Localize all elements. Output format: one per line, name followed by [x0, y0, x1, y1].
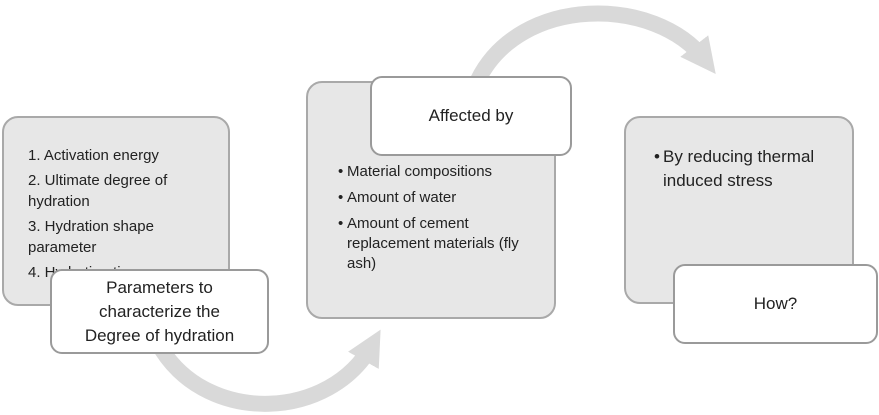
affected-by-label: Affected by [370, 76, 572, 156]
list-item: 3. Hydration shape parameter [28, 218, 154, 256]
left-parameters-box: 1. Activation energy 2. Ultimate degree … [2, 116, 230, 306]
list-item: Material compositions [338, 162, 542, 182]
parameters-label: Parameters to characterize the Degree of… [50, 269, 269, 354]
parameter-list: 1. Activation energy 2. Ultimate degree … [28, 145, 218, 283]
bottom-curved-arrow [155, 329, 381, 412]
top-curved-arrow [470, 5, 716, 84]
benefit-item: By reducing thermal induced stress [654, 145, 832, 193]
how-label: How? [673, 264, 878, 344]
list-item: Amount of water [338, 188, 542, 208]
list-item: 2. Ultimate degree of hydration [28, 172, 168, 210]
list-item: Amount of cement replacement materials (… [338, 214, 542, 274]
affected-list: Material compositions Amount of water Am… [338, 162, 542, 274]
list-item: 1. Activation energy [28, 147, 159, 164]
